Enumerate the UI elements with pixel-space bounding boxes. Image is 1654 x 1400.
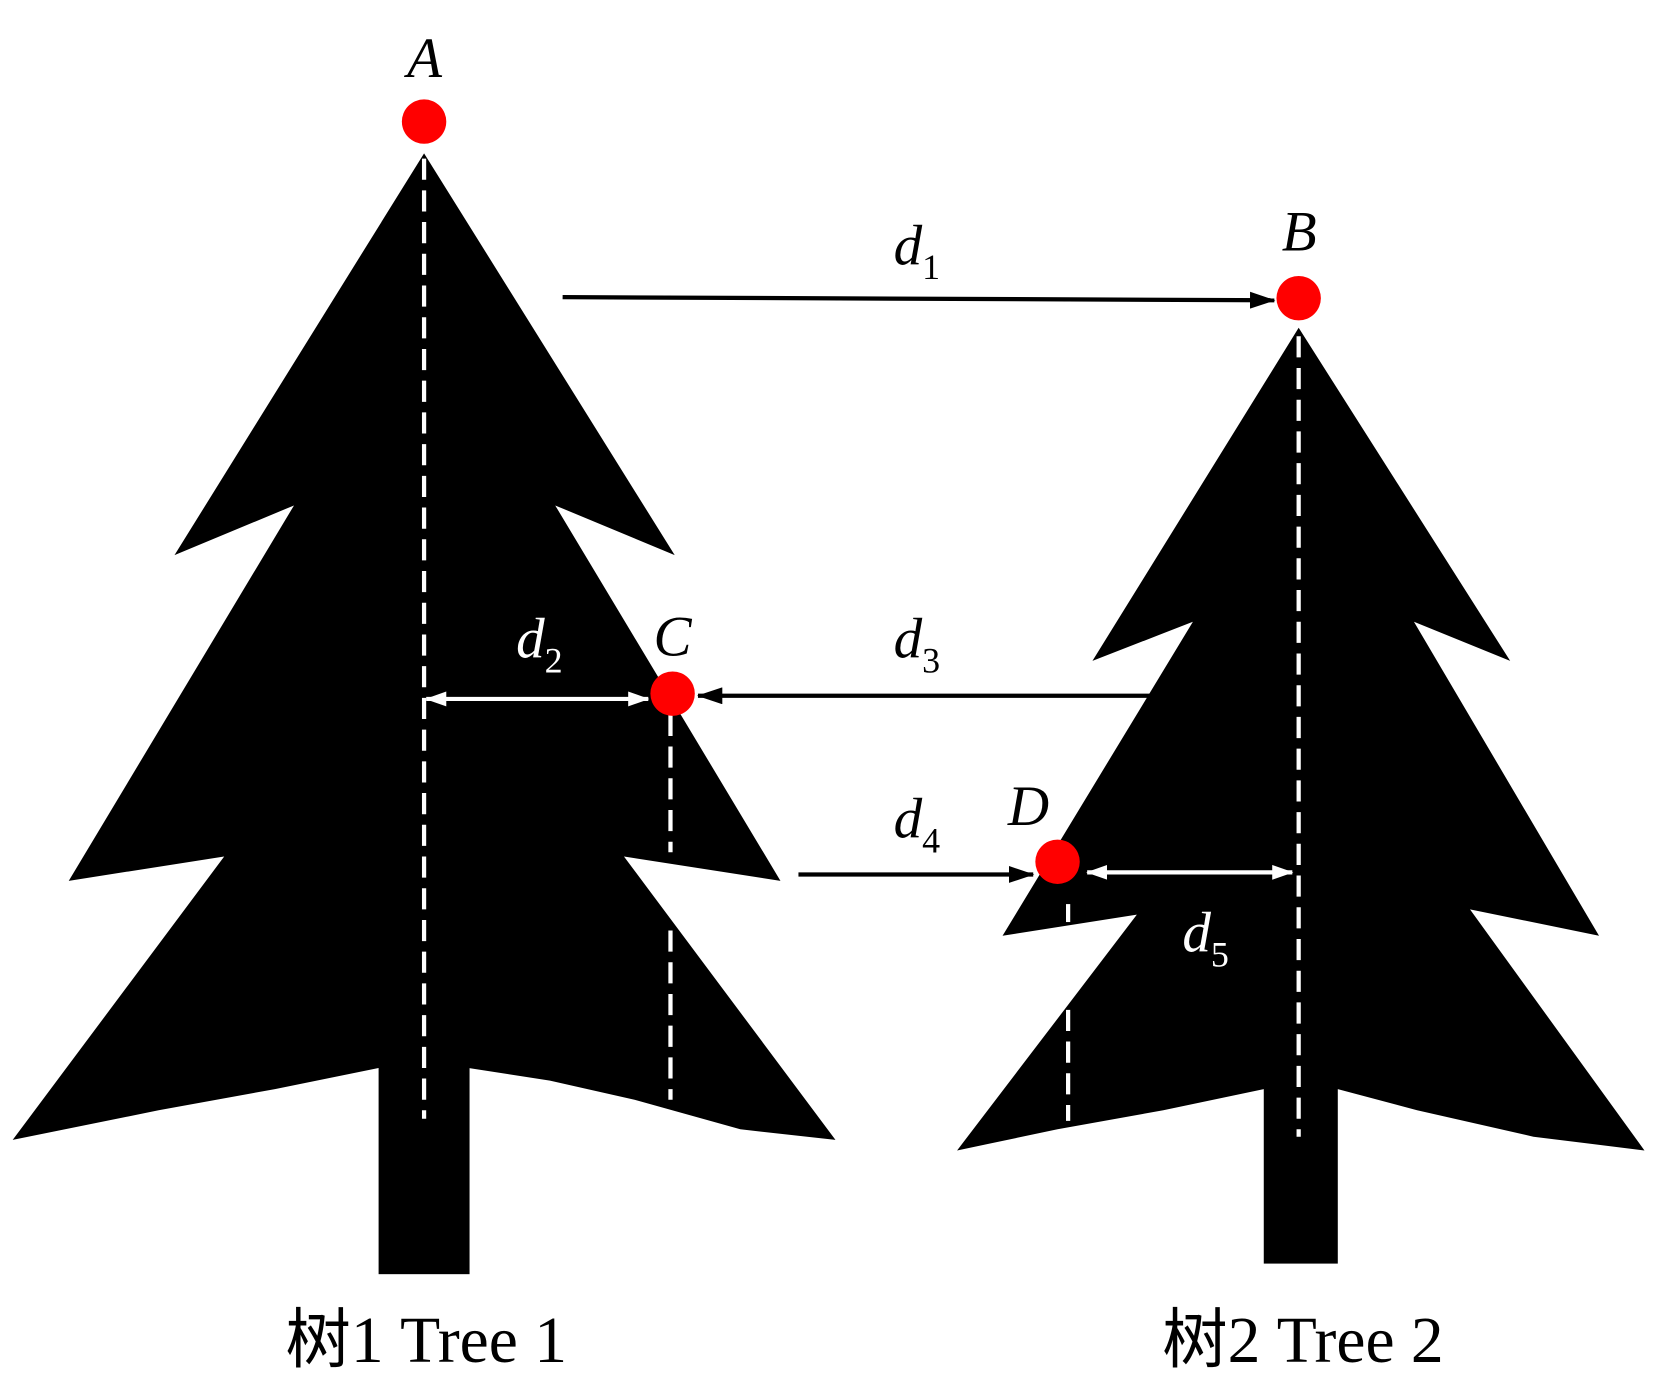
label-d2: d2 (516, 608, 563, 681)
d1-arrow (562, 291, 1276, 309)
point-c (650, 671, 695, 716)
caption-tree-2: 树2 Tree 2 (1162, 1305, 1444, 1377)
label-d: D (1007, 775, 1049, 838)
label-d4: d4 (894, 787, 941, 860)
label-b: B (1282, 201, 1317, 264)
label-d1: d1 (894, 214, 941, 287)
tree-2-crown (957, 327, 1645, 1151)
label-d5: d5 (1182, 902, 1229, 975)
point-b (1276, 275, 1321, 321)
caption-tree-1: 树1 Tree 1 (285, 1305, 567, 1377)
point-a (401, 99, 447, 144)
label-a: A (403, 27, 443, 90)
label-c: C (654, 606, 693, 669)
label-d3: d3 (894, 608, 941, 681)
point-d (1035, 839, 1080, 884)
